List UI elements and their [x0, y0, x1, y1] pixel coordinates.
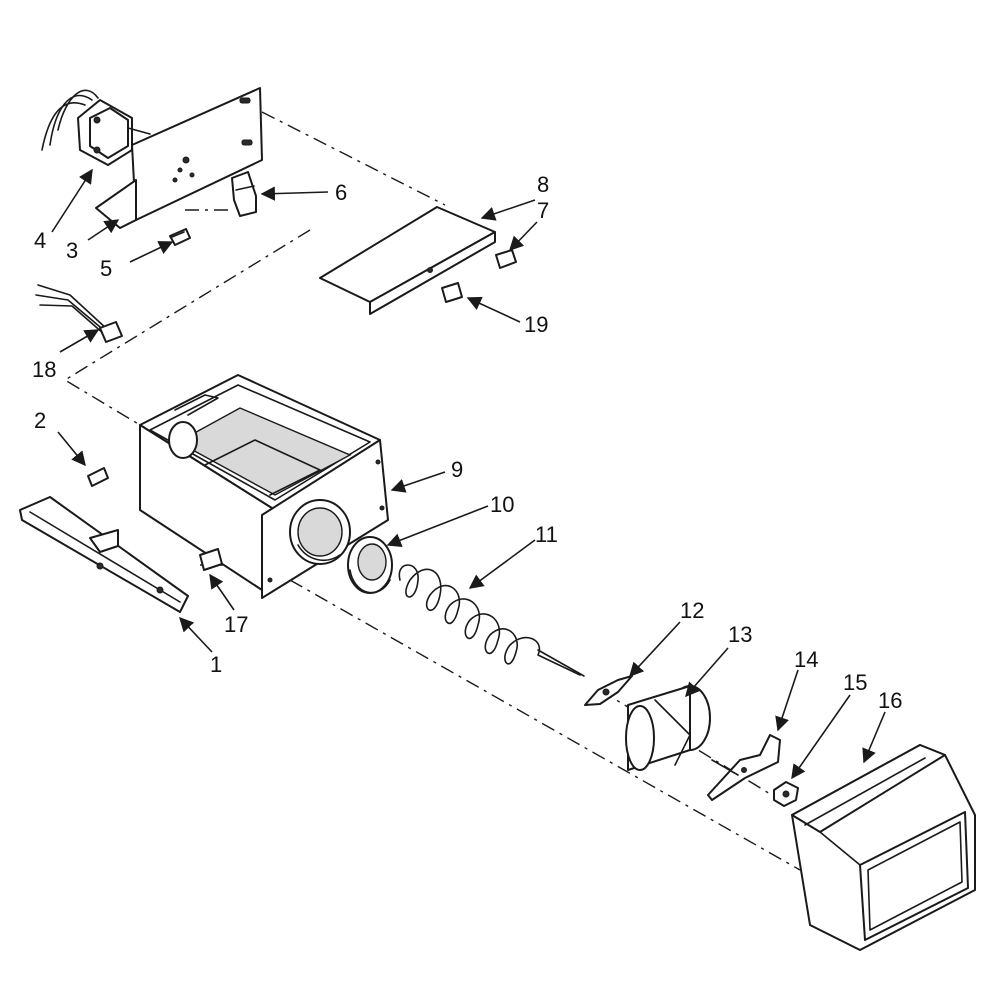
callout-19: 19	[524, 312, 548, 337]
callout-16: 16	[878, 688, 902, 713]
switch-bracket-part	[707, 734, 781, 801]
motor-part	[41, 89, 151, 166]
clip-part	[231, 171, 257, 217]
screw-19-part	[441, 282, 463, 303]
callout-2: 2	[34, 408, 46, 433]
leader-arrows	[51, 168, 886, 780]
callout-4: 4	[34, 228, 46, 253]
cover-plate-part	[319, 206, 496, 315]
callout-1: 1	[210, 652, 222, 677]
front-cover-part	[791, 744, 976, 951]
screw-5-part	[169, 228, 191, 246]
callout-7: 7	[537, 198, 549, 223]
callout-3: 3	[66, 238, 78, 263]
slide-rail-part	[19, 496, 189, 613]
screw-7-part	[495, 249, 517, 269]
blade-part	[584, 675, 633, 706]
screw-2-part	[87, 467, 109, 487]
callout-5: 5	[100, 256, 112, 281]
callout-labels: 1 2 3 4 5 6 7 8 9 10 11 12 13 14 15 16 1…	[32, 172, 902, 713]
callout-17: 17	[224, 612, 248, 637]
ice-bucket-housing-part	[139, 374, 389, 599]
callout-14: 14	[794, 647, 818, 672]
callout-15: 15	[843, 670, 867, 695]
callout-6: 6	[335, 180, 347, 205]
callout-12: 12	[680, 598, 704, 623]
crusher-part	[625, 685, 711, 771]
callout-8: 8	[537, 172, 549, 197]
callout-18: 18	[32, 357, 56, 382]
callout-9: 9	[451, 457, 463, 482]
mounting-bracket-part	[95, 87, 263, 229]
callout-10: 10	[490, 492, 514, 517]
screw-17-part	[199, 548, 223, 571]
callout-13: 13	[728, 622, 752, 647]
nut-part	[773, 781, 799, 807]
callout-11: 11	[535, 522, 558, 547]
wire-harness-part	[35, 284, 123, 343]
coupling-part	[347, 536, 393, 594]
auger-spring-part	[398, 564, 585, 677]
